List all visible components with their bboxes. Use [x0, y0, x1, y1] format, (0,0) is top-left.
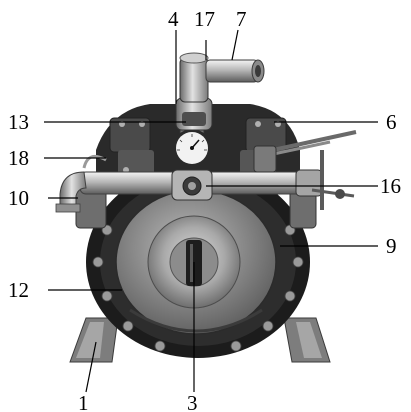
label-6: 6 [386, 110, 397, 134]
label-3: 3 [187, 391, 198, 412]
horizontal-pipe [55, 169, 323, 213]
label-12: 12 [8, 278, 29, 302]
outlet-pipe [205, 59, 265, 83]
label-7: 7 [236, 7, 247, 31]
pressure-regulator [175, 52, 213, 131]
label-1: 1 [78, 391, 89, 412]
label-18: 18 [8, 146, 29, 170]
label-13: 13 [8, 110, 29, 134]
suction-hose [82, 154, 107, 169]
leader-lines [44, 29, 378, 393]
label-10: 10 [8, 186, 29, 210]
callout-labels: 4 17 7 13 6 18 10 16 9 12 1 3 [8, 7, 401, 412]
valve-lever [253, 130, 357, 210]
mounting-feet [69, 317, 331, 363]
label-17: 17 [194, 7, 215, 31]
label-9: 9 [386, 234, 397, 258]
label-4: 4 [168, 7, 179, 31]
label-16: 16 [380, 174, 401, 198]
pressure-gauge [173, 127, 211, 167]
